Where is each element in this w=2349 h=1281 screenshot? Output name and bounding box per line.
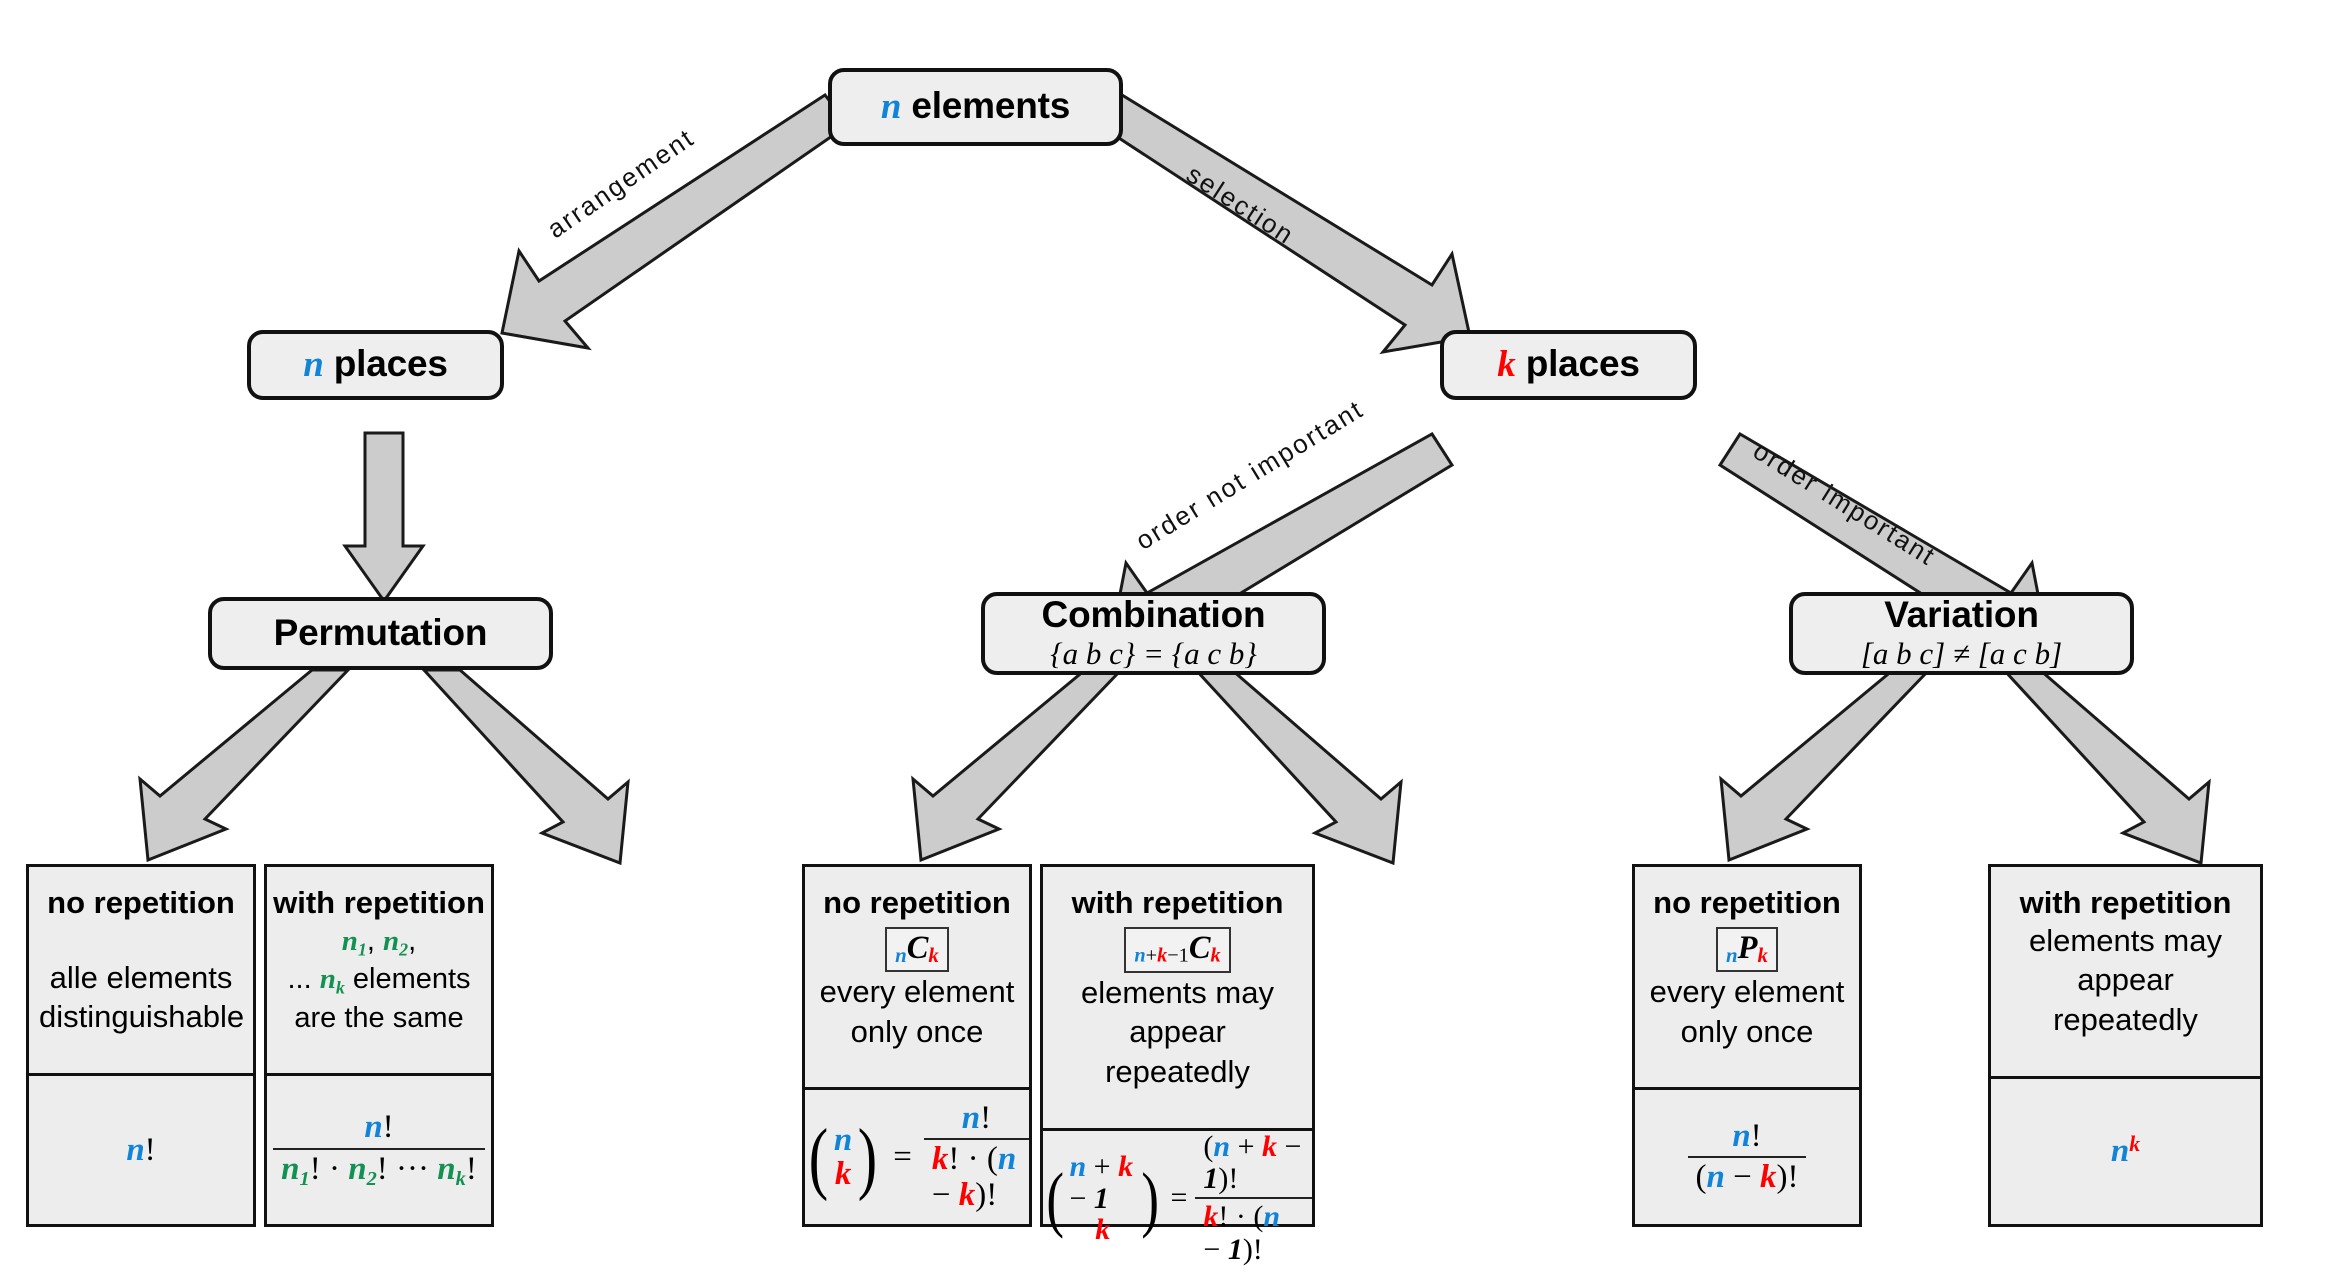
leaf-desc-line: every element <box>819 973 1015 1009</box>
leaf-heading: with repetition <box>273 885 485 920</box>
arrow-n-places-to-permutation <box>342 431 426 604</box>
node-variation-subtitle: [a b c] ≠ [a c b] <box>1860 636 2063 672</box>
leaf-heading: with repetition <box>2019 885 2232 920</box>
symbol-n-p-k: nPk <box>1716 926 1778 972</box>
arrow-permutation-to-no-repetition <box>138 668 352 863</box>
var-n: n <box>303 344 324 386</box>
node-k-places-title: k places <box>1497 343 1640 386</box>
leaf-formula: n! (n − k)! <box>1635 1087 1859 1224</box>
leaf-description: elements may appear repeatedly <box>2001 921 2250 1040</box>
node-n-places-title: n places <box>303 343 448 386</box>
node-n-elements-label: elements <box>911 85 1071 127</box>
node-combination-subtitle: {a b c} = {a c b} <box>1050 636 1257 672</box>
leaf-body: with repetition elements may appear repe… <box>1991 867 2260 1076</box>
node-permutation-title: Permutation <box>273 612 488 654</box>
leaf-heading: no repetition <box>823 885 1011 920</box>
node-n-elements-title: n elements <box>880 85 1071 128</box>
symbol-n-c-k: nCk <box>885 926 949 972</box>
node-combination[interactable]: Combination {a b c} = {a c b} <box>981 592 1326 675</box>
leaf-body: with repetition n1, n2, ... nk elements … <box>267 867 491 1073</box>
leaf-formula: n! n1! · n2! ··· nk! <box>267 1073 491 1224</box>
leaf-desc-line: elements may appear <box>2029 922 2222 998</box>
leaf-variation-with-repetition[interactable]: with repetition elements may appear repe… <box>1988 864 2263 1227</box>
leaf-desc-line: repeatedly <box>2053 1001 2198 1037</box>
node-variation[interactable]: Variation [a b c] ≠ [a c b] <box>1789 592 2134 675</box>
leaf-body: no repetition nPk every element only onc… <box>1635 867 1859 1087</box>
arrow-variation-to-no-repetition <box>1719 668 1933 863</box>
node-combination-title: Combination <box>1041 593 1266 635</box>
factorial: ! <box>144 1131 156 1168</box>
node-n-elements[interactable]: n elements <box>828 68 1123 146</box>
leaf-heading: no repetition <box>1653 885 1841 920</box>
arrow-arrangement <box>500 92 851 351</box>
var-n: n <box>880 86 902 128</box>
leaf-heading: no repetition <box>47 885 235 920</box>
leaf-desc-line: every element <box>1649 973 1845 1009</box>
leaf-desc-line: distinguishable <box>39 999 245 1035</box>
symbol-n-plus-k-minus-1-c-k: n+k−1Ck <box>1124 926 1231 973</box>
leaf-desc-line: alle elements <box>49 959 233 995</box>
leaf-permutation-with-repetition[interactable]: with repetition n1, n2, ... nk elements … <box>264 864 494 1227</box>
leaf-description: every element only once <box>1645 972 1849 1051</box>
node-k-places[interactable]: k places <box>1440 330 1697 400</box>
arrow-combination-to-no-repetition <box>911 668 1125 863</box>
leaf-desc-line: elements may appear <box>1081 974 1274 1050</box>
node-n-places-label: places <box>333 343 448 385</box>
leaf-body: no repetition nCk every element only onc… <box>805 867 1029 1087</box>
leaf-permutation-no-repetition[interactable]: no repetition alle elements distinguisha… <box>26 864 256 1227</box>
leaf-body: with repetition n+k−1Ck elements may app… <box>1043 867 1312 1128</box>
arrow-variation-to-with-repetition <box>2000 668 2211 866</box>
leaf-formula: nk <box>1991 1075 2260 1224</box>
node-n-places[interactable]: n places <box>247 330 504 400</box>
leaf-desc-line: only once <box>850 1013 984 1049</box>
leaf-description: alle elements distinguishable <box>39 958 245 1037</box>
leaf-combination-with-repetition[interactable]: with repetition n+k−1Ck elements may app… <box>1040 864 1315 1265</box>
leaf-desc-line: n1, n2, ... nk elements <box>287 925 471 998</box>
arrow-permutation-to-with-repetition <box>420 668 630 866</box>
leaf-formula: n! <box>29 1073 253 1224</box>
arrow-selection <box>1096 93 1472 355</box>
leaf-variation-no-repetition[interactable]: no repetition nPk every element only onc… <box>1632 864 1862 1227</box>
arrow-combination-to-with-repetition <box>1192 668 1403 866</box>
node-variation-title: Variation <box>1884 593 2039 635</box>
leaf-description: every element only once <box>815 972 1019 1051</box>
leaf-description: elements may appear repeatedly <box>1053 973 1302 1092</box>
var-n: n <box>126 1131 145 1168</box>
leaf-description: n1, n2, ... nk elements are the same <box>277 923 481 1037</box>
node-permutation[interactable]: Permutation <box>208 597 553 670</box>
var-k: k <box>1497 344 1516 386</box>
node-k-places-label: places <box>1525 343 1640 385</box>
leaf-desc-line: repeatedly <box>1105 1053 1250 1089</box>
leaf-desc-line: only once <box>1680 1013 1814 1049</box>
leaf-combination-no-repetition[interactable]: no repetition nCk every element only onc… <box>802 864 1032 1227</box>
leaf-desc-line: are the same <box>294 1001 464 1034</box>
leaf-heading: with repetition <box>1071 885 1284 920</box>
leaf-body: no repetition alle elements distinguisha… <box>29 867 253 1073</box>
